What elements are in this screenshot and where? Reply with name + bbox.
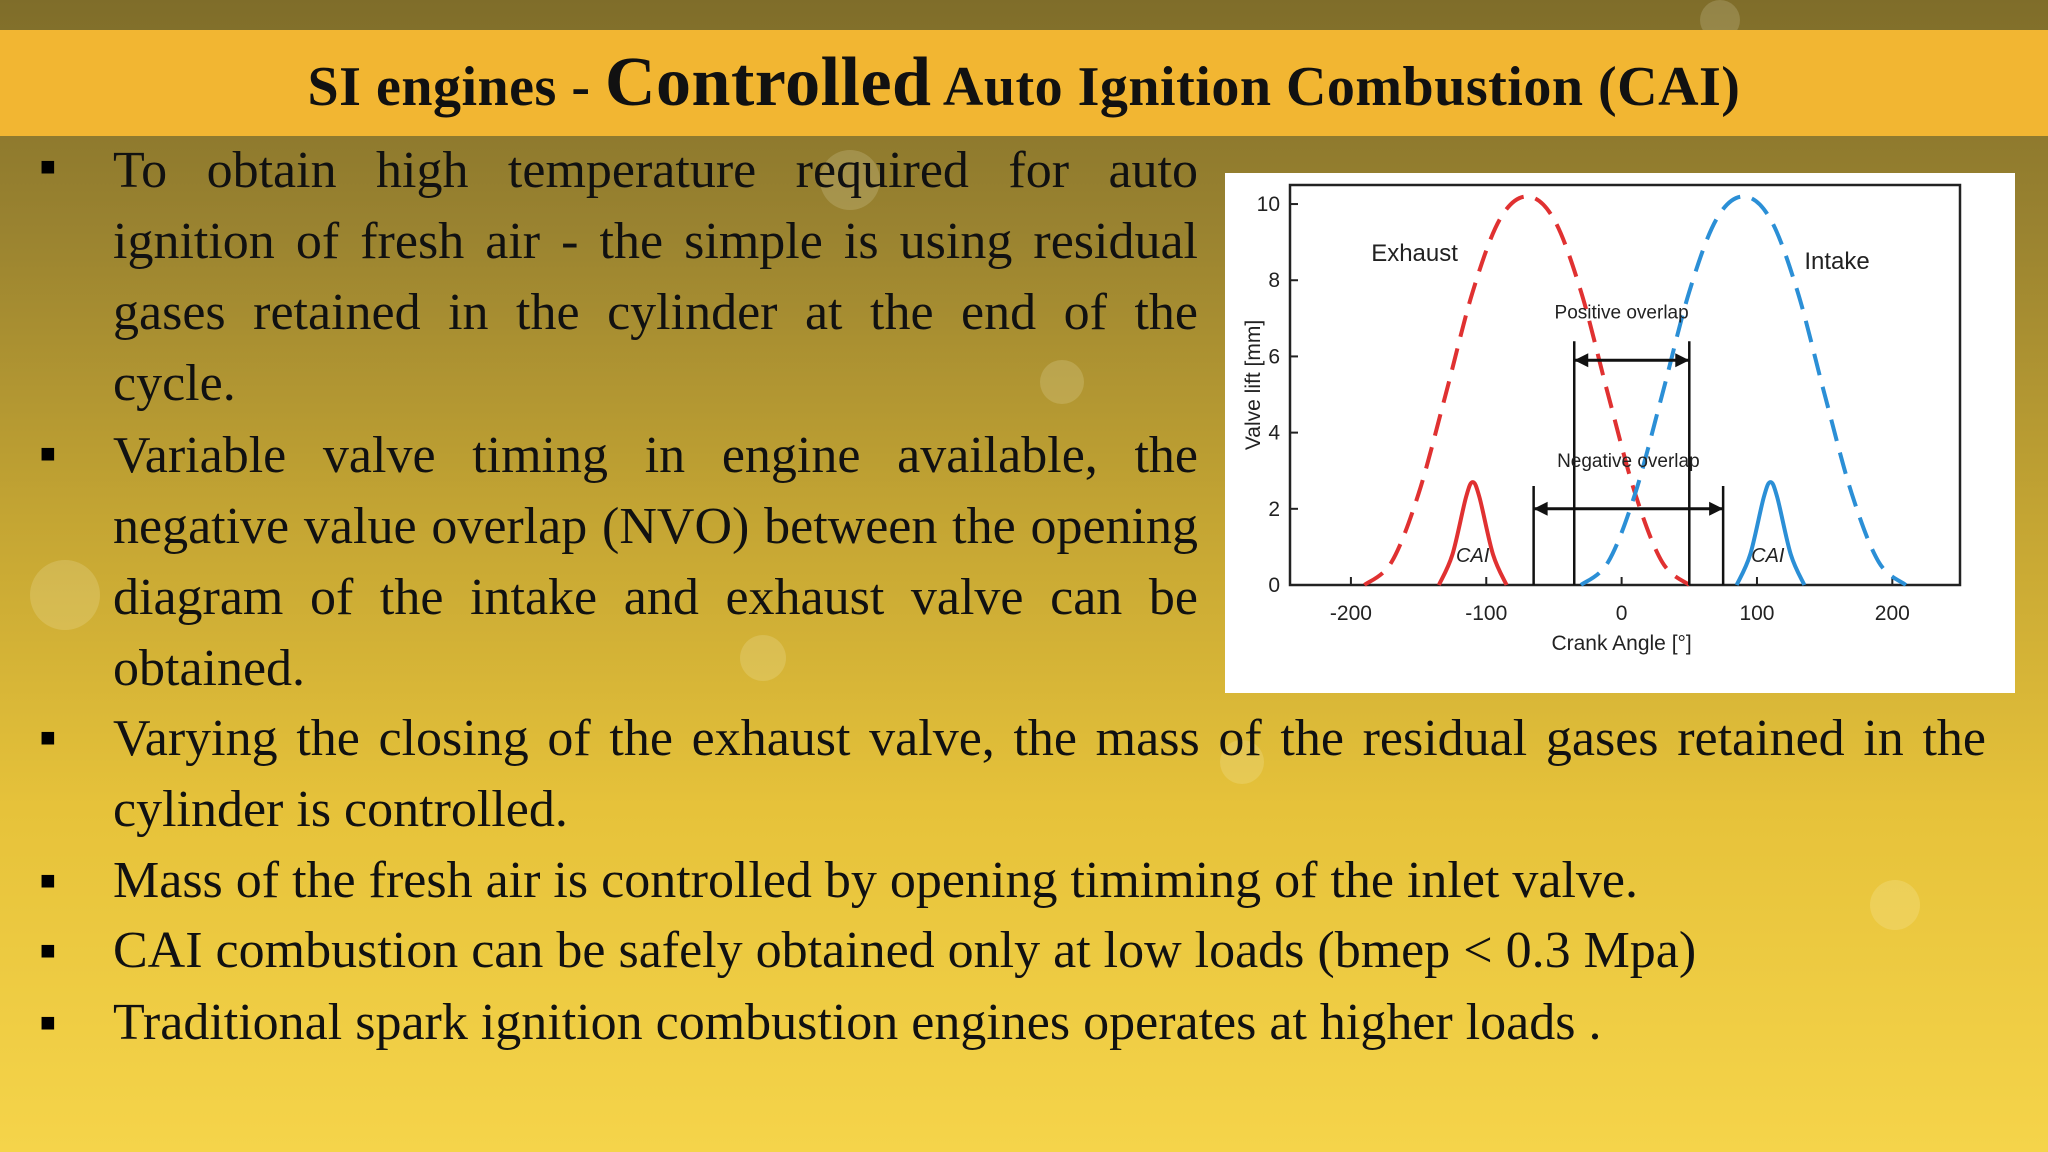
intake-annotation: Intake (1804, 248, 1869, 275)
slide-title: SI engines - Controlled Auto Ignition Co… (308, 43, 1741, 123)
positive-overlap-arrow-arrow-left (1574, 353, 1589, 368)
bullet-marker-1: ■ (40, 152, 56, 181)
x-tick-label: -200 (1330, 602, 1372, 625)
cai-right-annotation: CAI (1751, 545, 1785, 567)
bullet-text-5: CAI combustion can be safely obtained on… (113, 922, 1697, 979)
y-tick-label: 8 (1268, 269, 1280, 292)
exhaust-annotation: Exhaust (1371, 240, 1458, 267)
x-tick-label: 0 (1616, 602, 1628, 625)
title-part-2: Controlled (604, 44, 932, 121)
background-bokeh (30, 560, 100, 630)
x-tick-label: 200 (1875, 602, 1910, 625)
bullet-text-3: Varying the closing of the exhaust valve… (113, 710, 1986, 838)
negative-overlap-annotation: Negative overlap (1557, 451, 1700, 472)
y-tick-label: 4 (1268, 422, 1280, 445)
title-part-1: SI engines - (307, 56, 605, 118)
y-tick-label: 2 (1268, 498, 1280, 521)
positive-overlap-annotation: Positive overlap (1555, 302, 1689, 323)
title-bar: SI engines - Controlled Auto Ignition Co… (0, 30, 2048, 136)
x-tick-label: 100 (1739, 602, 1774, 625)
bullet-text-4: Mass of the fresh air is controlled by o… (113, 852, 1639, 909)
negative-overlap-arrow-arrow-left (1533, 501, 1548, 516)
bullet-text-6: Traditional spark ignition combustion en… (113, 994, 1602, 1051)
y-tick-label: 0 (1268, 574, 1280, 597)
x-axis-label: Crank Angle [°] (1551, 632, 1691, 655)
series-line-cai-3 (1734, 480, 1807, 586)
x-tick-label: -100 (1465, 602, 1507, 625)
positive-overlap-arrow-arrow-right (1675, 353, 1690, 368)
bullet-marker-5: ■ (40, 936, 56, 965)
bullet-marker-6: ■ (40, 1008, 56, 1037)
plot-frame (1288, 183, 1962, 587)
cai-left-annotation: CAI (1456, 545, 1490, 567)
series-line-intake-1 (1579, 194, 1908, 587)
series-line-cai-2 (1437, 480, 1509, 586)
y-tick-label: 10 (1257, 193, 1280, 216)
bullet-text-2: Variable valve timing in engine availabl… (113, 427, 1198, 697)
bullet-marker-4: ■ (40, 866, 56, 895)
y-axis-label: Valve lift [mm] (1242, 320, 1265, 450)
series-line-exhaust-0 (1363, 194, 1691, 587)
bullet-text-1: To obtain high temperature required for … (113, 142, 1198, 412)
negative-overlap-arrow-arrow-right (1709, 501, 1724, 516)
title-part-3: Auto Ignition Combustion (CAI) (931, 56, 1741, 118)
bullet-marker-2: ■ (40, 439, 56, 468)
bullet-marker-3: ■ (40, 723, 56, 752)
y-tick-label: 6 (1268, 345, 1280, 368)
